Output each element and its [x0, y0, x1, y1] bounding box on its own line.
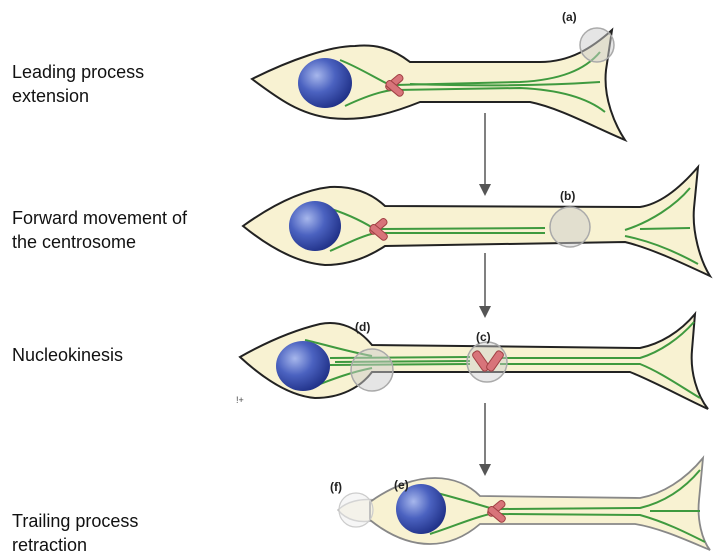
nucleus — [276, 341, 330, 391]
marker-c: (c) — [476, 330, 491, 344]
cell-stage-2: (b) — [243, 167, 710, 276]
highlight-circle-d — [351, 349, 393, 391]
marker-e: (e) — [394, 478, 409, 492]
stray-mark: !+ — [236, 395, 244, 405]
marker-b: (b) — [560, 189, 575, 203]
nucleus — [289, 201, 341, 251]
highlight-circle-b — [550, 207, 590, 247]
cell-stage-1: (a) — [252, 10, 625, 140]
marker-d: (d) — [355, 320, 370, 334]
nucleus — [298, 58, 352, 108]
highlight-circle-f — [339, 493, 373, 527]
cell-stage-3: (d) (c) !+ — [236, 314, 708, 409]
cell-stage-4: (f) (e) — [330, 458, 710, 550]
marker-f: (f) — [330, 480, 342, 494]
highlight-circle-a — [580, 28, 614, 62]
marker-a: (a) — [562, 10, 577, 24]
